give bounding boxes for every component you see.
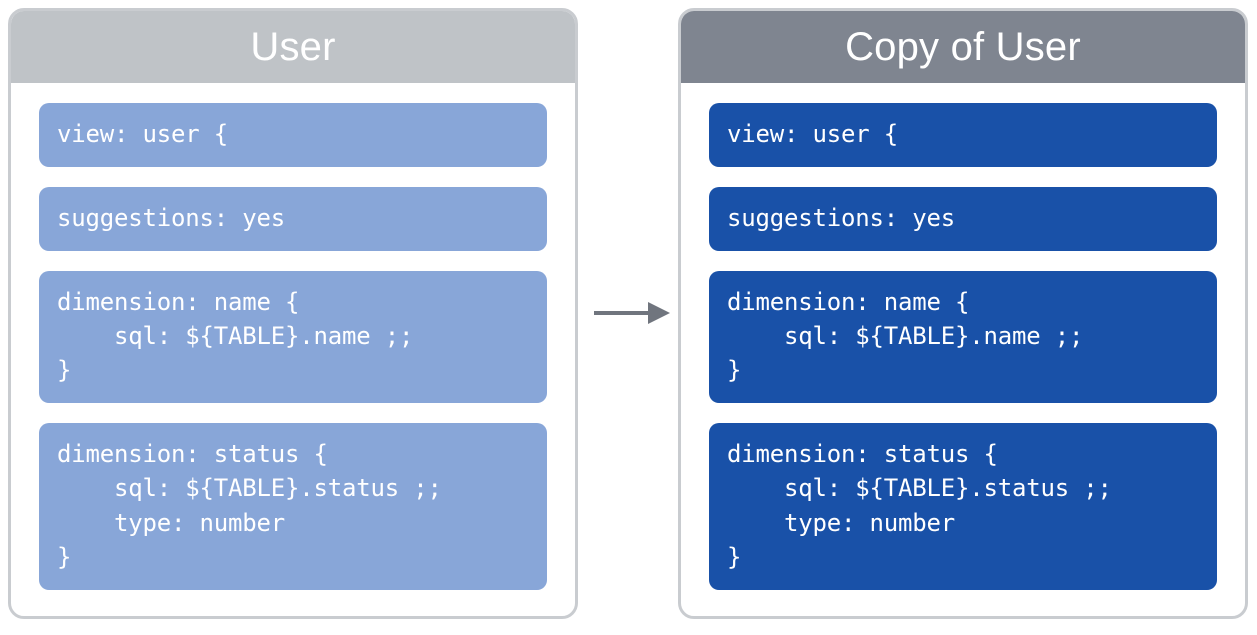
code-block-suggestions-setting: suggestions: yes — [39, 187, 547, 252]
code-block-dimension-status: dimension: status { sql: ${TABLE}.status… — [709, 423, 1217, 590]
copy-panel-body: view: user { suggestions: yes dimension:… — [681, 83, 1245, 616]
code-block-dimension-status: dimension: status { sql: ${TABLE}.status… — [39, 423, 547, 590]
source-panel-title: User — [11, 11, 575, 83]
code-block-dimension-name: dimension: name { sql: ${TABLE}.name ;; … — [39, 271, 547, 404]
copy-view-panel: Copy of User view: user { suggestions: y… — [678, 8, 1248, 619]
source-panel-body: view: user { suggestions: yes dimension:… — [11, 83, 575, 616]
source-view-panel: User view: user { suggestions: yes dimen… — [8, 8, 578, 619]
code-block-view-declaration: view: user { — [709, 103, 1217, 168]
copy-panel-title: Copy of User — [681, 11, 1245, 83]
code-block-dimension-name: dimension: name { sql: ${TABLE}.name ;; … — [709, 271, 1217, 404]
code-block-suggestions-setting: suggestions: yes — [709, 187, 1217, 252]
code-block-view-declaration: view: user { — [39, 103, 547, 168]
arrow-right-icon — [592, 296, 672, 330]
